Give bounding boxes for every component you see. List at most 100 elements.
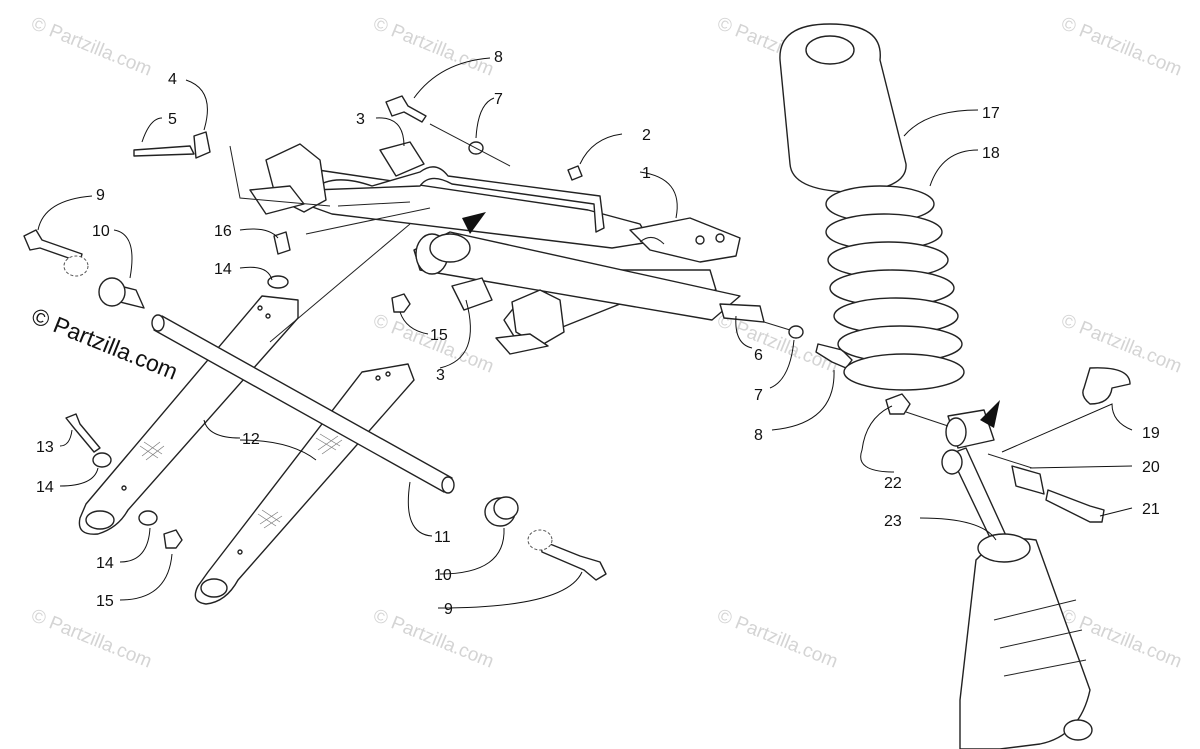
watermark: © Partzilla.com (714, 605, 841, 672)
washer-left (63, 255, 89, 277)
callout-23: 23 (884, 513, 902, 530)
spacer-right-end (493, 496, 519, 520)
shock-body-top (977, 533, 1031, 563)
rear-arm-assembly (23, 229, 607, 605)
strap-hole (385, 371, 391, 377)
rivet-5 (133, 145, 195, 157)
strap-hole (265, 313, 271, 319)
watermark: © Partzilla.com (370, 13, 497, 80)
watermark: © Partzilla.com (28, 605, 155, 672)
coil-spring (825, 185, 965, 391)
bolt-8-upper (385, 95, 427, 123)
callout-10b: 10 (434, 567, 452, 584)
cross-tube-flange (429, 233, 471, 263)
pivot-hole (695, 235, 705, 245)
shock-rod-eye (941, 449, 963, 475)
strap-hole (121, 485, 127, 491)
callout-21: 21 (1142, 501, 1160, 518)
nut-22 (885, 393, 911, 415)
callout-12: 12 (242, 431, 260, 448)
shock-collar (993, 599, 1087, 677)
callout-9: 9 (96, 187, 105, 204)
spacer-bushing-end (945, 417, 967, 447)
callout-3: 3 (356, 111, 365, 128)
watermark: © Partzilla.com (1058, 13, 1185, 80)
watermark: © Partzilla.com (714, 310, 841, 377)
wear-block-upper (379, 141, 425, 177)
strap-right (194, 363, 415, 605)
washer-small (92, 452, 112, 468)
callout-2: 2 (642, 127, 651, 144)
clip-19 (1082, 367, 1131, 405)
callout-22: 22 (884, 475, 902, 492)
bolt-right (539, 539, 607, 581)
strap-right-eye (200, 578, 228, 598)
callout-8: 8 (494, 49, 503, 66)
callout-16: 16 (214, 223, 232, 240)
pivot-hole (715, 233, 725, 243)
bolt-21 (1045, 489, 1105, 523)
cross-shaft-end (441, 476, 455, 494)
spring-rod (311, 166, 605, 233)
watermark: © Partzilla.com (28, 13, 155, 80)
strap-hole (257, 305, 263, 311)
callouts: 1 2 3 3 4 5 6 7 7 8 8 9 9 10 10 11 12 13… (36, 49, 1160, 618)
callout-3b: 3 (436, 367, 445, 384)
shock-body (959, 538, 1091, 749)
wear-pad-hatch (139, 433, 343, 529)
washer-right (527, 529, 553, 551)
lower-mount (511, 289, 565, 347)
callout-17: 17 (982, 105, 1000, 122)
strap-left-eye (85, 510, 115, 530)
wear-block-lower (451, 277, 493, 311)
callout-7b: 7 (754, 387, 763, 404)
bolt-16 (273, 231, 291, 255)
callout-15: 15 (96, 593, 114, 610)
watermark: © Partzilla.com (370, 605, 497, 672)
lock-washer-7-lower (788, 325, 804, 339)
shock-assembly (779, 23, 1131, 749)
callout-14: 14 (36, 479, 54, 496)
pivot-bend (639, 237, 665, 245)
strap-hole (375, 375, 381, 381)
lower-mount-plate (495, 333, 549, 355)
pivot-bracket (629, 217, 741, 263)
callout-7: 7 (494, 91, 503, 108)
callout-6: 6 (754, 347, 763, 364)
spacer-left-end (98, 277, 126, 307)
callout-20: 20 (1142, 459, 1160, 476)
callout-5: 5 (168, 111, 177, 128)
callout-15b: 15 (430, 327, 448, 344)
leader-lines (37, 57, 1133, 609)
shock-lower-eye (1063, 719, 1093, 741)
callout-8b: 8 (754, 427, 763, 444)
nut-small (163, 529, 183, 549)
callout-14b: 14 (96, 555, 114, 572)
strap-left (78, 295, 299, 535)
cross-shaft-end (151, 314, 165, 332)
bolt-small (65, 413, 101, 453)
cap-4 (193, 131, 211, 159)
washer-small (138, 510, 158, 526)
swing-arm-assembly (133, 95, 853, 369)
callout-9b: 9 (444, 601, 453, 618)
callout-1: 1 (642, 165, 651, 182)
callout-10: 10 (92, 223, 110, 240)
sleeve-20 (1011, 465, 1045, 495)
callout-13: 13 (36, 439, 54, 456)
callout-11: 11 (434, 529, 451, 546)
bumper-boot (779, 23, 907, 193)
watermark: © Partzilla.com (1058, 310, 1185, 377)
callout-14c: 14 (214, 261, 232, 278)
washer-14 (267, 275, 289, 289)
strap-hole (237, 549, 243, 555)
marker-arrow (980, 400, 1000, 428)
bumper-boot-top (805, 35, 855, 65)
marker-arrow (462, 212, 486, 234)
callout-19: 19 (1142, 425, 1160, 442)
callout-18: 18 (982, 145, 1000, 162)
nut-15 (391, 293, 411, 313)
grease-fitting (567, 165, 583, 181)
callout-4: 4 (168, 71, 177, 88)
